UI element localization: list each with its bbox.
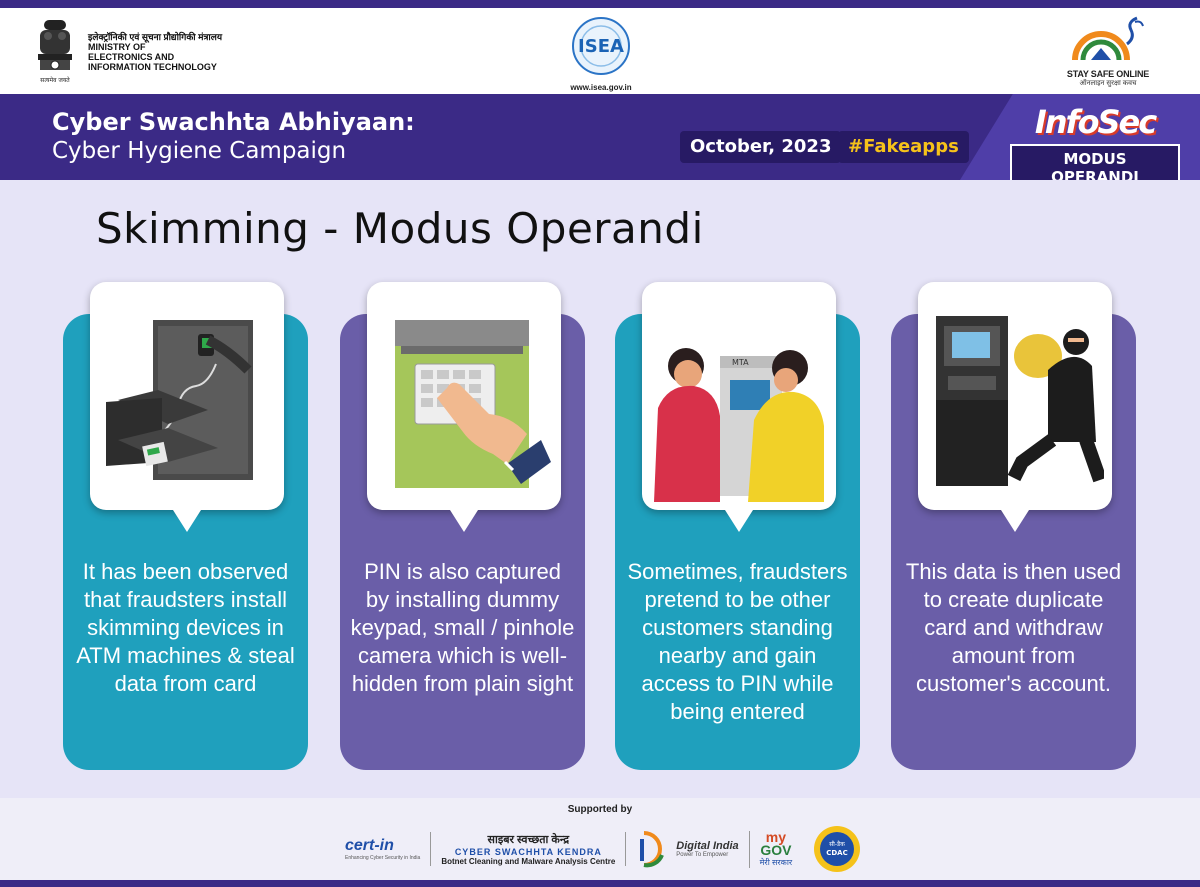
cyber-swachhta-kendra-logo: साइबर स्वच्छता केन्द्र CYBER SWACHHTA KE… [430,832,627,866]
thief-atm-icon [936,316,1104,486]
ministry-line3: INFORMATION TECHNOLOGY [88,62,217,72]
digital-india-icon [640,831,665,868]
csk-hindi: साइबर स्वच्छता केन्द्र [487,834,570,846]
digital-india-wordmark: Digital India [676,840,739,852]
isea-emblem-icon: ISEA [572,17,630,75]
stay-safe-online-logo: STAY SAFE ONLINE ऑनलाइन सुरक्षा कवच [1058,14,1158,88]
csk-name: CYBER SWACHHTA KENDRA [454,847,602,857]
hashtag-tag: #Fakeapps [838,131,969,163]
cert-in-wordmark: cert-in [345,837,394,854]
campaign-title: Cyber Swachhta Abhiyaan: [52,108,415,136]
skimming-device-icon [106,320,253,480]
card-text: PIN is also captured by installing dummy… [350,559,575,696]
cert-in-tagline: Enhancing Cyber Security in India [345,855,421,861]
isea-url: www.isea.gov.in [570,83,632,92]
stay-safe-hindi: ऑनलाइन सुरक्षा कवच [1079,80,1137,87]
mygov-my: my [765,828,787,845]
infosec-wordmark: InfoSec [1034,103,1157,141]
emblem-motto: सत्यमेव जयते [40,76,70,84]
cdac-hindi: सी-डैक [829,840,845,848]
illustration-bubble [918,282,1112,532]
atm-screen-label: MTA [732,358,749,367]
national-emblem-icon: सत्यमेव जयते [38,20,72,84]
card-text: It has been observed that fraudsters ins… [76,559,295,696]
csk-subtitle: Botnet Cleaning and Malware Analysis Cen… [441,857,616,866]
supported-by-label: Supported by [567,804,633,815]
illustration-bubble [90,282,284,532]
bottom-strip [0,880,1200,887]
stay-safe-house-icon [1072,16,1144,61]
card-text: This data is then used to create duplica… [905,559,1122,696]
header: सत्यमेव जयते इलेक्ट्रॉनिकी एवं सूचना प्र… [0,8,1200,94]
ministry-logo: सत्यमेव जयते इलेक्ट्रॉनिकी एवं सूचना प्र… [30,16,222,88]
ministry-hindi: इलेक्ट्रॉनिकी एवं सूचना प्रौद्योगिकी मंत… [88,32,223,42]
ministry-line1: MINISTRY OF [88,42,146,52]
isea-logo-text: ISEA [578,36,624,57]
cert-in-logo: cert-in Enhancing Cyber Security in Indi… [345,837,420,861]
atm-customers-icon: MTA [654,348,824,502]
ministry-line2: ELECTRONICS AND [88,52,175,62]
campaign-banner: Cyber Swachhta Abhiyaan: Cyber Hygiene C… [0,94,1200,180]
card-text: Sometimes, fraudsters pretend to be othe… [627,559,848,724]
supporter-logos: cert-in Enhancing Cyber Security in Indi… [345,824,862,874]
cdac-text: CDAC [826,849,848,857]
digital-india-logo: Digital India Power To Empower [676,840,738,858]
mygov-logo: my GOV मेरी सरकार [748,828,793,868]
isea-logo: ISEA www.isea.gov.in [565,14,637,92]
stay-safe-title: STAY SAFE ONLINE [1066,69,1150,79]
campaign-subtitle: Cyber Hygiene Campaign [52,138,347,164]
digital-india-tagline: Power To Empower [676,852,729,858]
date-tag: October, 2023 [680,131,842,163]
illustration-bubble: MTA [642,282,836,532]
mygov-hindi: मेरी सरकार [759,857,793,867]
page-title: Skimming - Modus Operandi [96,204,704,253]
infosec-logo: InfoSec MODUS OPERANDI [1010,104,1180,180]
illustration-bubble [367,282,561,532]
mygov-gov: GOV [760,841,792,858]
footer: Supported by cert-in Enhancing Cyber Sec… [0,798,1200,880]
keypad-finger-icon [395,320,551,488]
ministry-name: इलेक्ट्रॉनिकी एवं सूचना प्रौद्योगिकी मंत… [88,32,222,72]
top-strip [0,0,1200,8]
modus-operandi-label: MODUS OPERANDI [1010,144,1180,180]
cdac-seal-icon: सी-डैक CDAC [814,826,861,872]
